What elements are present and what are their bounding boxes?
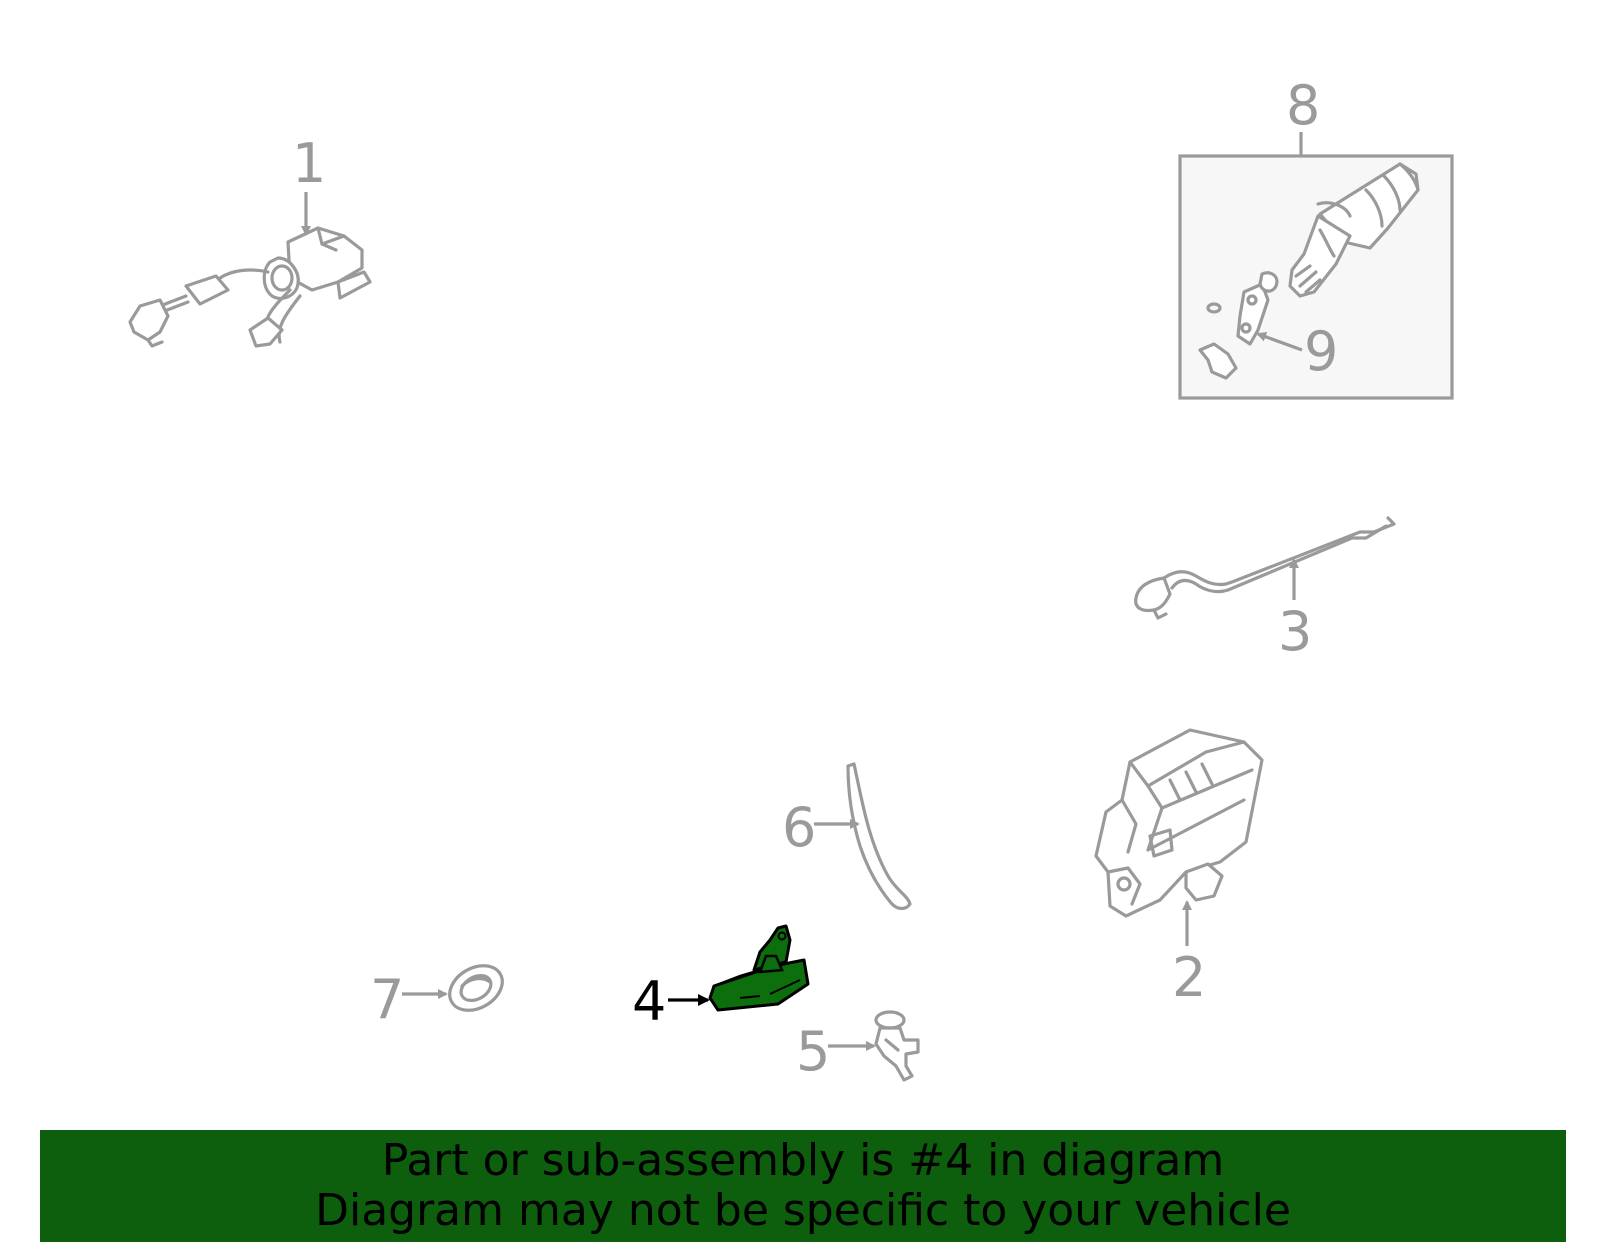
part-4-illustration[interactable]	[708, 924, 810, 1012]
callout-3: 3	[1278, 600, 1312, 663]
callout-1: 1	[292, 132, 326, 195]
banner-line-disclaimer: Diagram may not be specific to your vehi…	[315, 1185, 1291, 1236]
banner-line-part-number: Part or sub-assembly is #4 in diagram	[381, 1135, 1225, 1186]
part-5-illustration[interactable]	[874, 1010, 920, 1082]
part-3-illustration[interactable]	[1134, 516, 1396, 620]
part-7-illustration[interactable]	[442, 957, 510, 1020]
callout-7: 7	[370, 968, 404, 1031]
part-8-illustration[interactable]	[1198, 162, 1420, 380]
leader-9	[1256, 332, 1303, 352]
part-1-illustration[interactable]	[128, 226, 372, 348]
callout-4: 4	[632, 970, 666, 1033]
part-6-illustration[interactable]	[846, 762, 912, 911]
part-2-illustration[interactable]	[1094, 728, 1264, 918]
callout-8: 8	[1286, 74, 1320, 137]
callout-9: 9	[1304, 320, 1338, 383]
callout-5: 5	[796, 1020, 830, 1083]
callout-6: 6	[782, 796, 816, 859]
info-banner: Part or sub-assembly is #4 in diagram Di…	[40, 1130, 1566, 1242]
callout-2: 2	[1172, 946, 1206, 1009]
